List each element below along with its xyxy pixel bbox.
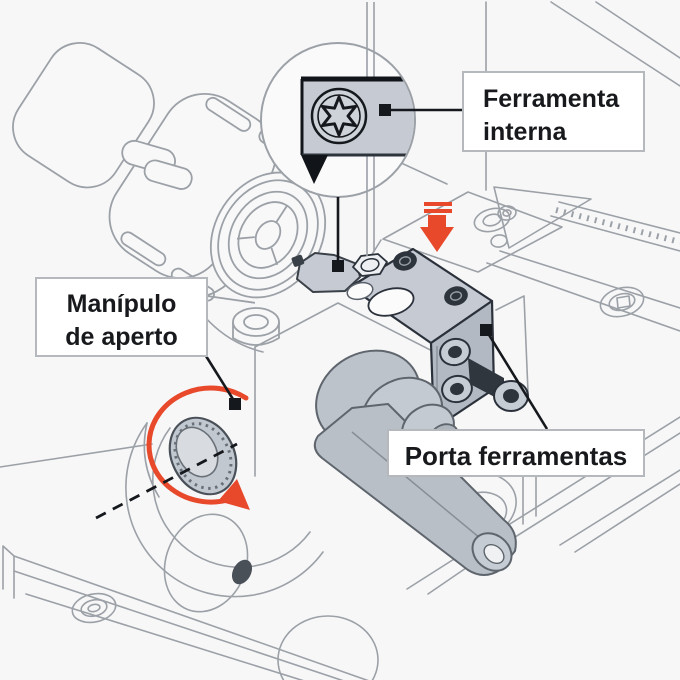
knurled-bar-texture [555,207,680,245]
label-porta-ferramentas: Porta ferramentas [387,429,645,477]
rotation-arrow-icon [146,385,250,510]
socket-screw [444,286,468,306]
label-text: de aperto [65,323,178,351]
down-arrow-icon [420,202,454,252]
label-ferramenta-interna: Ferramenta interna [462,71,645,152]
tool-holder-block [346,247,529,431]
spindle-assembly [12,42,327,346]
label-text: Ferramenta [483,85,620,113]
tool-insert-pocket [291,251,362,294]
label-text: Porta ferramentas [404,441,628,471]
label-text: Manípulo [66,290,177,318]
callout-lines [95,108,549,520]
callout-markers [229,104,492,410]
clamp-handle [168,349,517,585]
callout-line-porta [484,329,549,430]
axis-dashed-line [95,442,238,520]
callout-line-manipulo [204,355,238,405]
hex-bolt [232,307,280,346]
base-screw-hole-left [71,592,117,624]
hex-nut [352,253,388,277]
torx-screw-icon [310,87,368,145]
socket-screw [393,251,417,271]
magnifier-detail-circle [260,2,416,256]
label-manipulo-de-aperto: Manípulo de aperto [35,277,208,357]
handle-lever [313,403,517,576]
base-screw-hole-right [599,286,645,318]
insert-cutting-tip [301,155,328,184]
label-text: interna [483,118,567,146]
